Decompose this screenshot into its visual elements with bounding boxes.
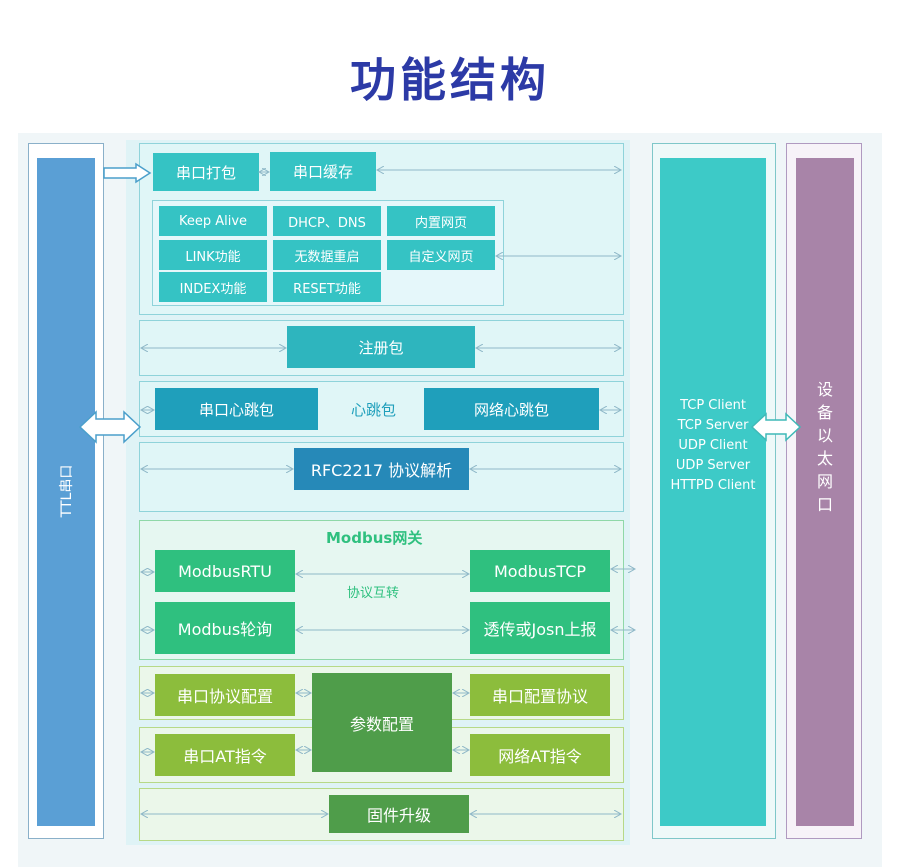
feature-builtin-webpage: 内置网页 <box>387 206 495 236</box>
network-protocol-column <box>660 158 766 826</box>
feature-link: LINK功能 <box>159 240 267 270</box>
protocol-item: UDP Server <box>675 458 751 473</box>
protocol-item: UDP Client <box>678 438 748 453</box>
param-config-box: 参数配置 <box>312 673 452 772</box>
modbus-polling-box: Modbus轮询 <box>155 602 295 654</box>
serial-protocol-config-box: 串口协议配置 <box>155 674 295 716</box>
register-packet-box: 注册包 <box>287 326 475 368</box>
serial-config-protocol-box: 串口配置协议 <box>470 674 610 716</box>
serial-cache-box: 串口缓存 <box>270 152 376 191</box>
firmware-upgrade-box: 固件升级 <box>329 795 469 833</box>
feature-reset: RESET功能 <box>273 272 381 302</box>
passthrough-json-report-box: 透传或Josn上报 <box>470 602 610 654</box>
feature-custom-webpage: 自定义网页 <box>387 240 495 270</box>
protocol-item: TCP Client <box>680 398 746 413</box>
serial-at-command-box: 串口AT指令 <box>155 734 295 776</box>
modbus-tcp-box: ModbusTCP <box>470 550 610 592</box>
network-heartbeat-box: 网络心跳包 <box>424 388 599 430</box>
ethernet-port-column <box>796 158 854 826</box>
feature-dhcp-dns: DHCP、DNS <box>273 206 381 236</box>
feature-keep-alive: Keep Alive <box>159 206 267 236</box>
protocol-interconvert-label: 协议互转 <box>347 586 400 601</box>
heartbeat-label: 心跳包 <box>351 401 397 419</box>
modbus-rtu-box: ModbusRTU <box>155 550 295 592</box>
protocol-item: HTTPD Client <box>670 478 756 493</box>
serial-pack-box: 串口打包 <box>153 153 259 191</box>
network-at-command-box: 网络AT指令 <box>470 734 610 776</box>
modbus-gateway-title: Modbus网关 <box>326 529 423 547</box>
ethernet-port-label: 设 备 以 太 网 口 <box>816 380 833 514</box>
network-protocol-list: TCP Client TCP Server UDP Client UDP Ser… <box>660 396 766 496</box>
rfc2217-box: RFC2217 协议解析 <box>294 448 469 490</box>
feature-no-data-restart: 无数据重启 <box>273 240 381 270</box>
serial-heartbeat-box: 串口心跳包 <box>155 388 318 430</box>
page-title: 功能结构 <box>350 53 550 107</box>
protocol-item: TCP Server <box>677 418 749 433</box>
ttl-serial-column <box>37 158 95 826</box>
feature-index: INDEX功能 <box>159 272 267 302</box>
